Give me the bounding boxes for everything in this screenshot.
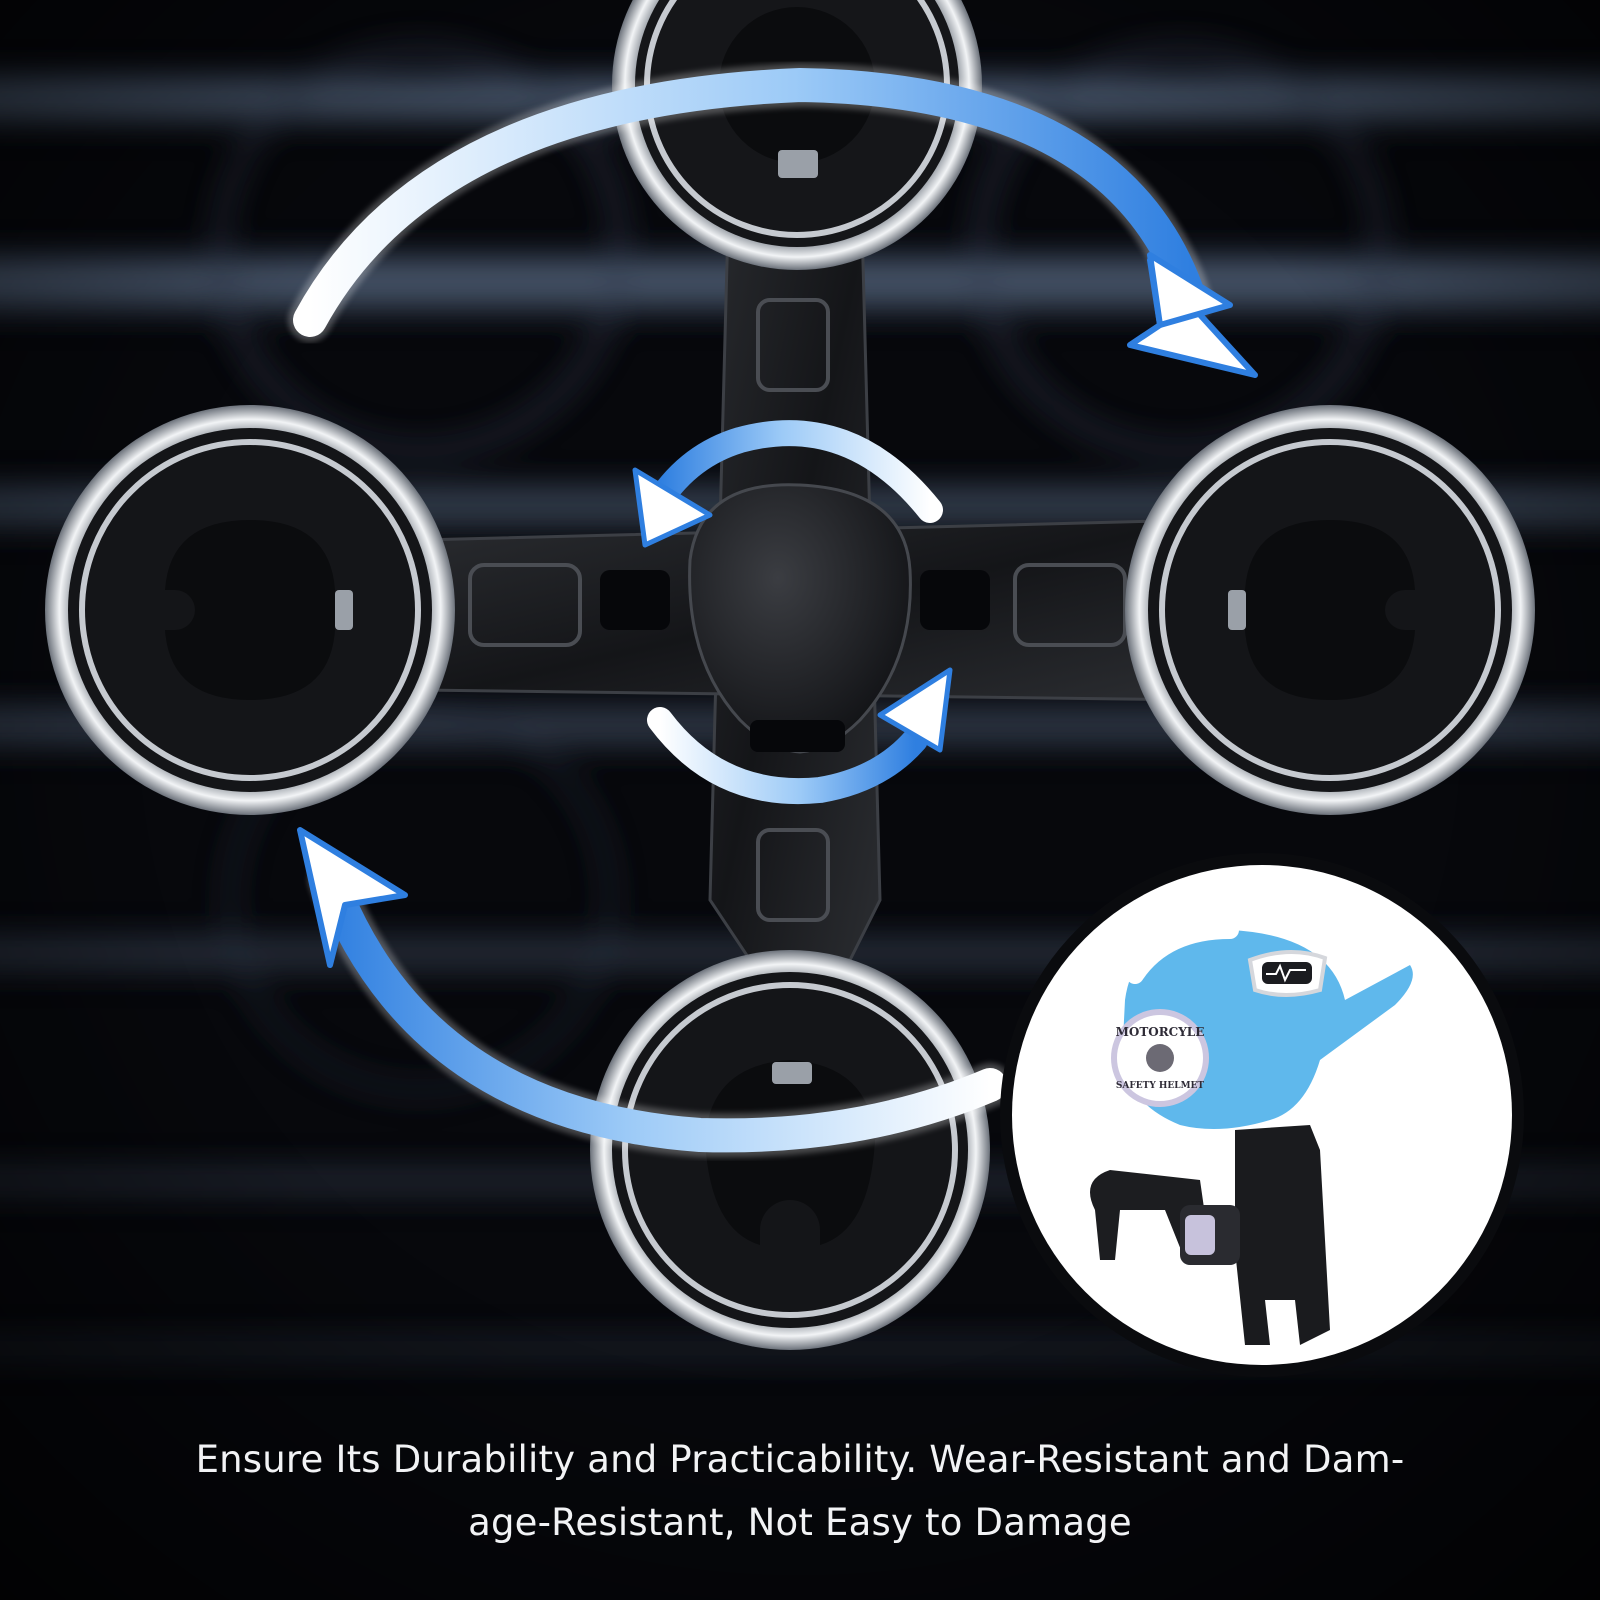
helmet-label-bottom: SAFETY HELMET: [1116, 1081, 1205, 1091]
helmet-label-top: MOTORCYLE: [1116, 1025, 1205, 1039]
caption-line-2: age-Resistant, Not Easy to Damage: [468, 1501, 1132, 1544]
rotation-arrow-bottom: [297, 827, 1012, 1158]
caption-line-1: Ensure Its Durability and Practicability…: [195, 1438, 1405, 1481]
caption: Ensure Its Durability and Practicability…: [150, 1428, 1450, 1554]
rotation-arrow-small-bottom: [647, 667, 953, 805]
helmet-holder-inset: MOTORCYLE SAFETY HELMET: [1000, 853, 1524, 1377]
rotation-arrow-small-top: [632, 420, 943, 548]
rotation-arrow-top: [288, 62, 1258, 378]
